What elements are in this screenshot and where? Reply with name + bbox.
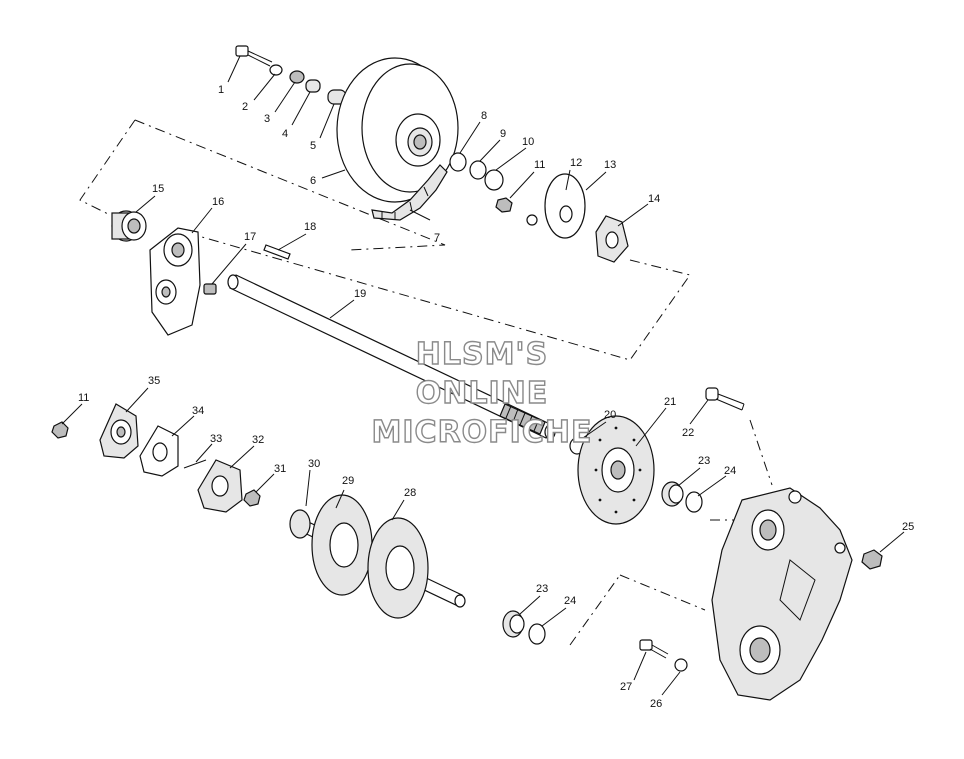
seal-24-upper	[685, 491, 703, 513]
callout-18: 18	[304, 221, 316, 233]
callout-11: 11	[534, 159, 545, 171]
callout-labels: 1 2 3 4 5 6 7 8 9 10 11 12 13 14 15 16 1…	[78, 84, 914, 710]
callout-13: 13	[604, 159, 616, 171]
watermark-line-2: ONLINE	[416, 376, 549, 411]
callout-6: 6	[310, 175, 316, 187]
gasket-34	[139, 425, 179, 477]
callout-19: 19	[354, 288, 366, 300]
callout-27: 27	[620, 681, 632, 693]
callout-14: 14	[648, 193, 660, 205]
nut-25	[861, 549, 883, 570]
callout-23-lower: 23	[536, 583, 548, 595]
callout-28: 28	[404, 487, 416, 499]
bearing-flange-32	[197, 459, 243, 513]
drive-sprocket-29	[311, 494, 373, 596]
callout-21: 21	[664, 396, 676, 408]
bearing-plate-14	[595, 215, 629, 263]
callout-24-lower: 24	[564, 595, 576, 607]
bolt-27	[639, 639, 669, 659]
bearing-15	[111, 210, 147, 242]
leader-lines	[61, 55, 905, 696]
callout-5: 5	[310, 140, 316, 152]
callout-25: 25	[902, 521, 914, 533]
callout-20: 20	[604, 409, 616, 421]
callout-26: 26	[650, 698, 662, 710]
ring-10	[484, 169, 504, 191]
assembly-guide-lines	[79, 119, 773, 646]
drive-sprocket-28b	[367, 517, 429, 619]
callout-31: 31	[274, 463, 286, 475]
nut-11-lower	[51, 421, 69, 439]
washer-2	[269, 64, 283, 76]
bearing-23-lower	[502, 610, 525, 638]
bearing-flange-35	[99, 403, 139, 459]
callout-1: 1	[218, 84, 224, 96]
bearing-23-upper	[661, 481, 684, 507]
callout-35: 35	[148, 375, 160, 387]
callout-23: 23	[698, 455, 710, 467]
callout-30: 30	[308, 458, 320, 470]
callout-34: 34	[192, 405, 204, 417]
callout-2: 2	[242, 101, 248, 113]
nut-31	[243, 489, 261, 507]
callout-32: 32	[252, 434, 264, 446]
bushing-4	[305, 79, 321, 93]
callout-11-lower: 11	[78, 392, 89, 404]
brake-disc-21	[577, 415, 655, 525]
callout-29: 29	[342, 475, 354, 487]
callout-17: 17	[244, 231, 256, 243]
callout-3: 3	[264, 113, 270, 125]
chaincase-housing	[711, 487, 853, 701]
callout-33: 33	[210, 433, 222, 445]
washer-26	[674, 658, 688, 672]
bolt-17	[203, 283, 217, 295]
washer-11b	[526, 214, 538, 226]
watermark: HLSM'S ONLINE MICROFICHE	[371, 336, 593, 450]
callout-15: 15	[152, 183, 164, 195]
ring-8	[449, 152, 467, 172]
seal-24-lower	[528, 623, 546, 645]
watermark-line-3: MICROFICHE	[372, 415, 593, 450]
callout-9: 9	[500, 128, 506, 140]
callout-12: 12	[570, 157, 582, 169]
ring-9	[469, 160, 487, 180]
key-18	[263, 244, 291, 260]
bolt-1	[235, 45, 273, 67]
nut-11-top	[495, 197, 513, 213]
callout-10: 10	[522, 136, 534, 148]
callout-4: 4	[282, 128, 288, 140]
callout-16: 16	[212, 196, 224, 208]
callout-24: 24	[724, 465, 736, 477]
spring-33	[183, 459, 207, 469]
jackshaft-19	[227, 274, 556, 440]
callout-8: 8	[481, 110, 487, 122]
callout-22: 22	[682, 427, 694, 439]
bolt-22	[705, 387, 745, 411]
plate-16	[149, 227, 201, 336]
chain-7	[371, 164, 448, 221]
plate-12	[544, 173, 586, 239]
callout-7: 7	[434, 232, 440, 244]
watermark-line-1: HLSM'S	[416, 337, 548, 372]
washer-3	[289, 70, 305, 84]
driven-pulley-6	[336, 57, 459, 203]
